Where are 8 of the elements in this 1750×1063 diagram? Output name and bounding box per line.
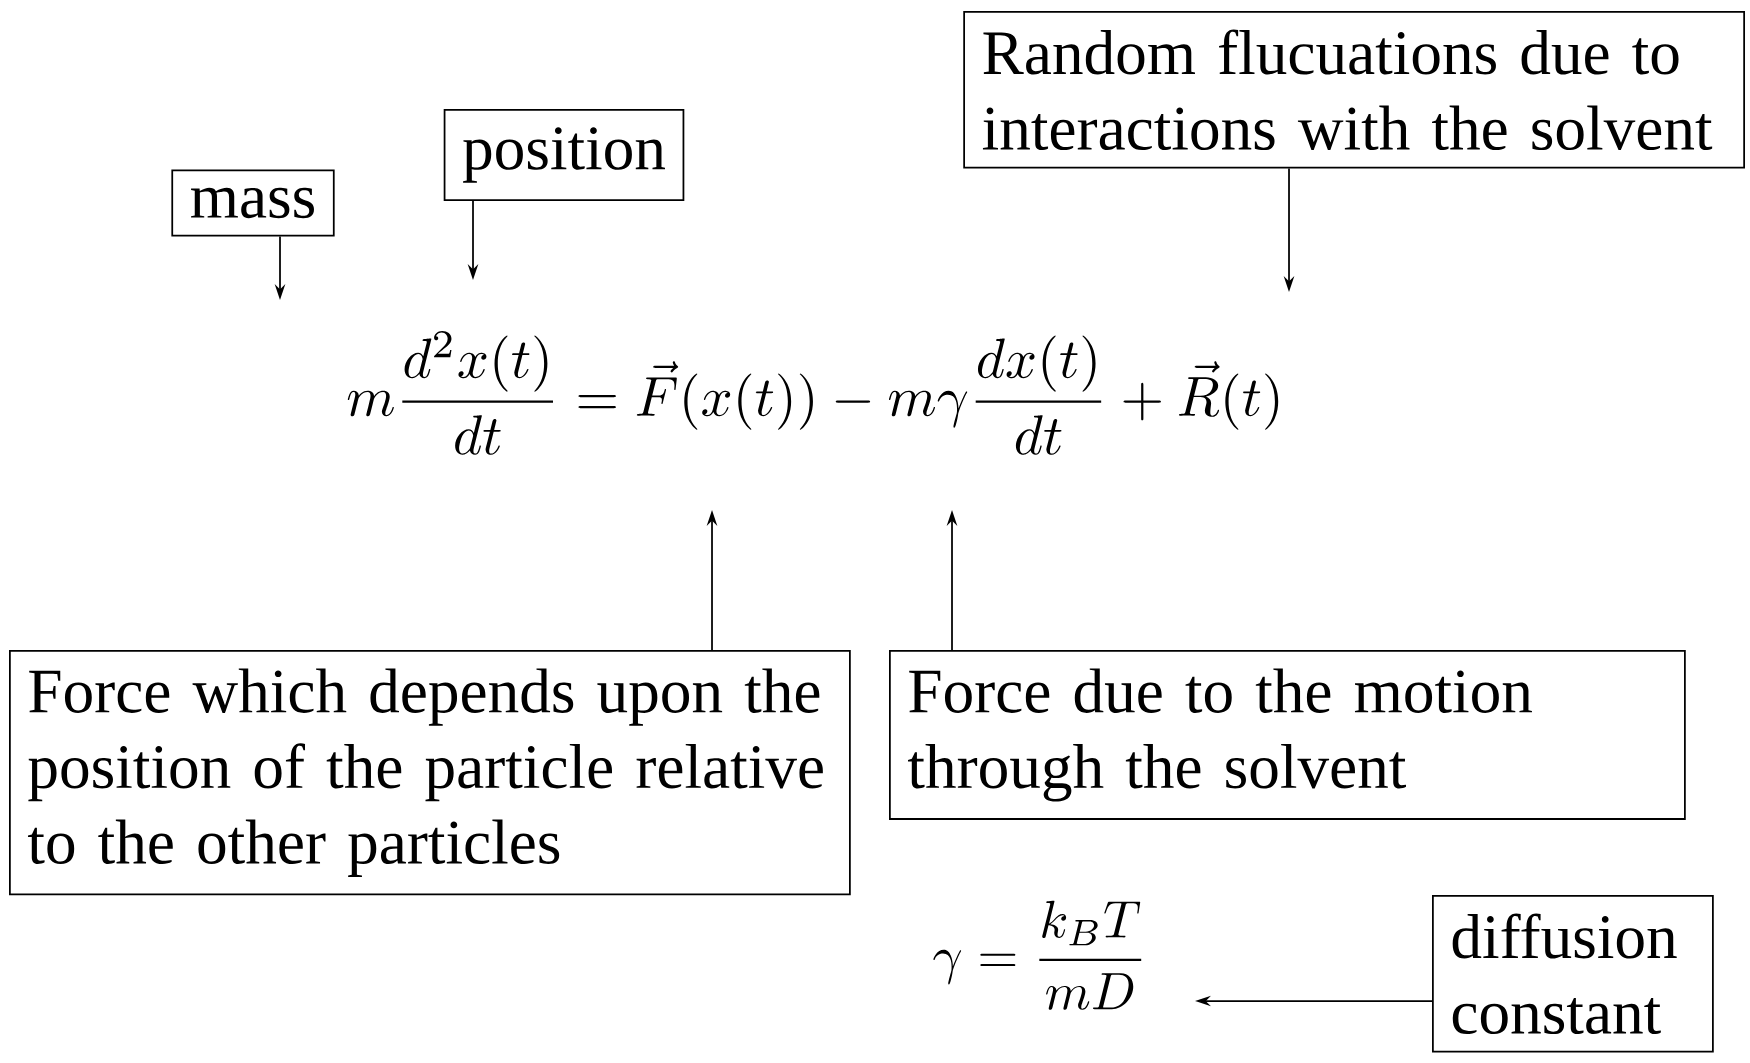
equation: $m\frac{d^2 x(t)}{dt} = \vec{F}(x(t)) - m\gamma\frac{dx(t)}{dt} + \vec{R}(t)$ [347, 331, 1279, 455]
callout-box: Random flucuations due to interactions with the solvent [963, 11, 1745, 169]
callout-box: diffusion constant [1432, 895, 1714, 1053]
callout-box: Force due to the motion through the solvent [889, 650, 1686, 820]
callout-box: Force which depends upon the position of the particle relative to the other particles [9, 650, 851, 896]
equation: $\gamma = \frac{k_B T}{mD}$ [933, 900, 1142, 1010]
callout-box: mass [171, 169, 335, 237]
callout-box: position [443, 108, 685, 202]
